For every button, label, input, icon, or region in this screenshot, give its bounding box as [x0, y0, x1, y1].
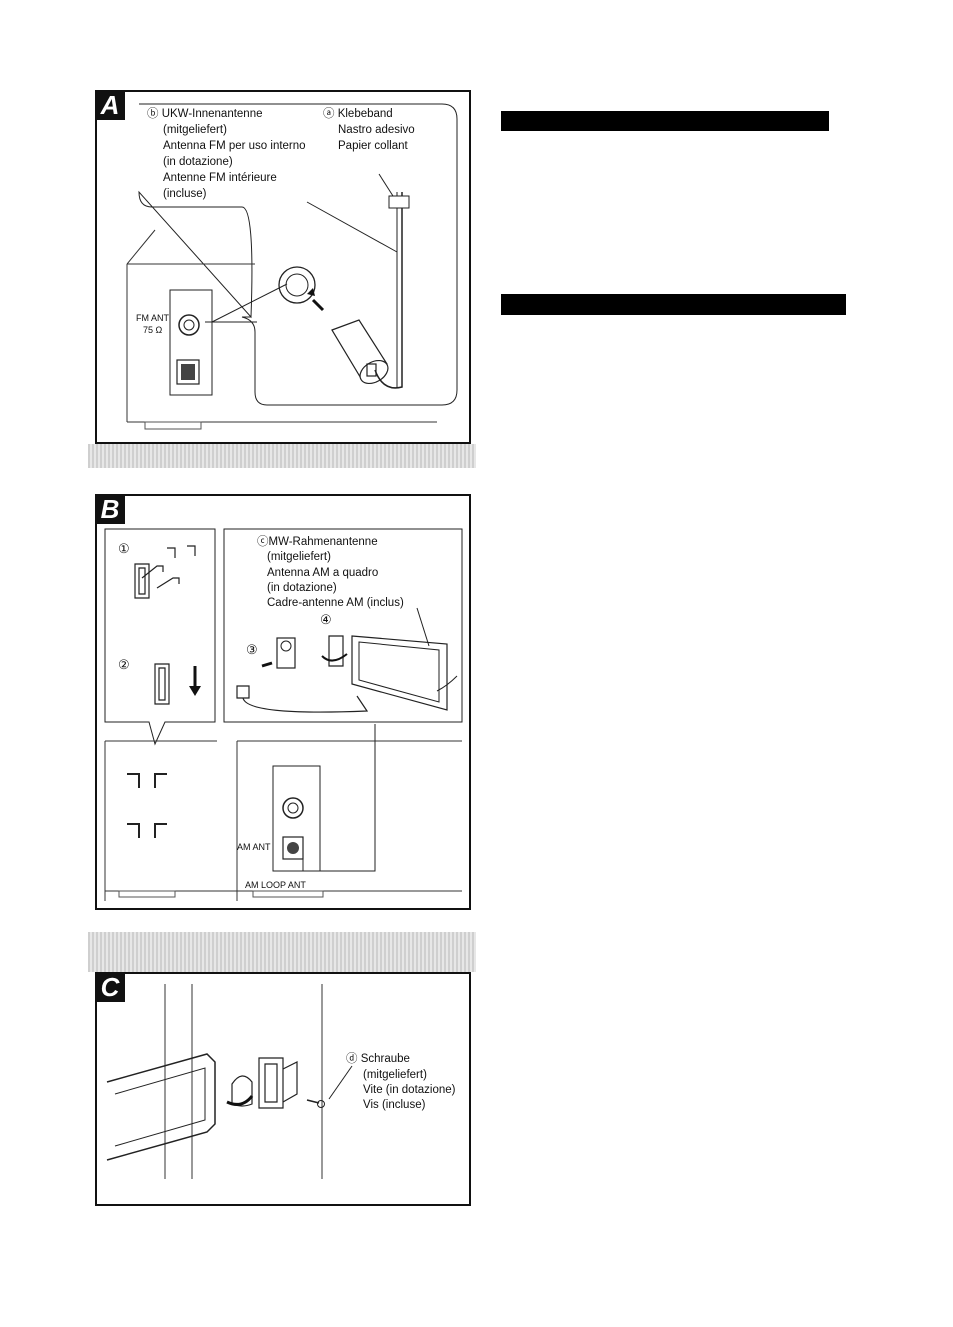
- tape-title: ⓐ Klebeband: [323, 108, 393, 120]
- panel-b: B ① ②: [95, 494, 471, 910]
- fm-antenna-line-2: Antenna FM per uso interno: [163, 140, 306, 152]
- panel-c: C ⓓ Schraube (mitgeliefert) Vite (in dot…: [95, 972, 471, 1206]
- panel-a-illustration: [126, 103, 458, 430]
- am-antenna-line-1: (mitgeliefert): [267, 551, 331, 563]
- am-antenna-title: ⓒMW-Rahmenantenne: [257, 536, 378, 548]
- panel-b-badge: B: [95, 494, 125, 524]
- panel-c-illustration: [106, 984, 353, 1179]
- heading-bar-2: [501, 294, 846, 315]
- screw-line-1: (mitgeliefert): [363, 1069, 427, 1081]
- panel-a-badge: A: [95, 90, 125, 120]
- step-1-marker: ①: [118, 541, 130, 556]
- fm-antenna-title: ⓑ UKW-Innenantenne: [147, 108, 263, 120]
- fm-antenna-line-4: Antenne FM intérieure: [163, 172, 277, 184]
- am-antenna-line-3: (in dotazione): [267, 582, 337, 594]
- scan-noise-strip: [88, 932, 476, 972]
- fm-ant-label: FM ANT: [136, 313, 169, 323]
- tape-line-2: Papier collant: [338, 140, 408, 152]
- step-4-marker: ④: [320, 612, 332, 627]
- fm-antenna-line-5: (incluse): [163, 188, 207, 200]
- screw-line-2: Vite (in dotazione): [363, 1084, 456, 1096]
- fm-ohm-label: 75 Ω: [143, 325, 163, 335]
- step-2-marker: ②: [118, 657, 130, 672]
- step-3-marker: ③: [246, 642, 258, 657]
- scan-noise-strip: [88, 444, 476, 468]
- am-antenna-line-4: Cadre-antenne AM (inclus): [267, 597, 404, 609]
- panel-c-badge: C: [95, 972, 125, 1002]
- fm-antenna-line-3: (in dotazione): [163, 156, 233, 168]
- panel-b-illustration: [104, 528, 463, 901]
- fm-antenna-line-1: (mitgeliefert): [163, 124, 227, 136]
- screw-line-3: Vis (incluse): [363, 1099, 426, 1111]
- am-ant-label: AM ANT: [237, 842, 271, 852]
- screw-title: ⓓ Schraube: [346, 1053, 410, 1065]
- am-loop-ant-label: AM LOOP ANT: [245, 880, 306, 890]
- am-antenna-line-2: Antenna AM a quadro: [267, 567, 379, 579]
- heading-bar-1: [501, 111, 829, 131]
- tape-line-1: Nastro adesivo: [338, 124, 415, 136]
- panel-a: A ⓑ UKW-Innenantenne (mitgeliefert) Ante…: [95, 90, 471, 444]
